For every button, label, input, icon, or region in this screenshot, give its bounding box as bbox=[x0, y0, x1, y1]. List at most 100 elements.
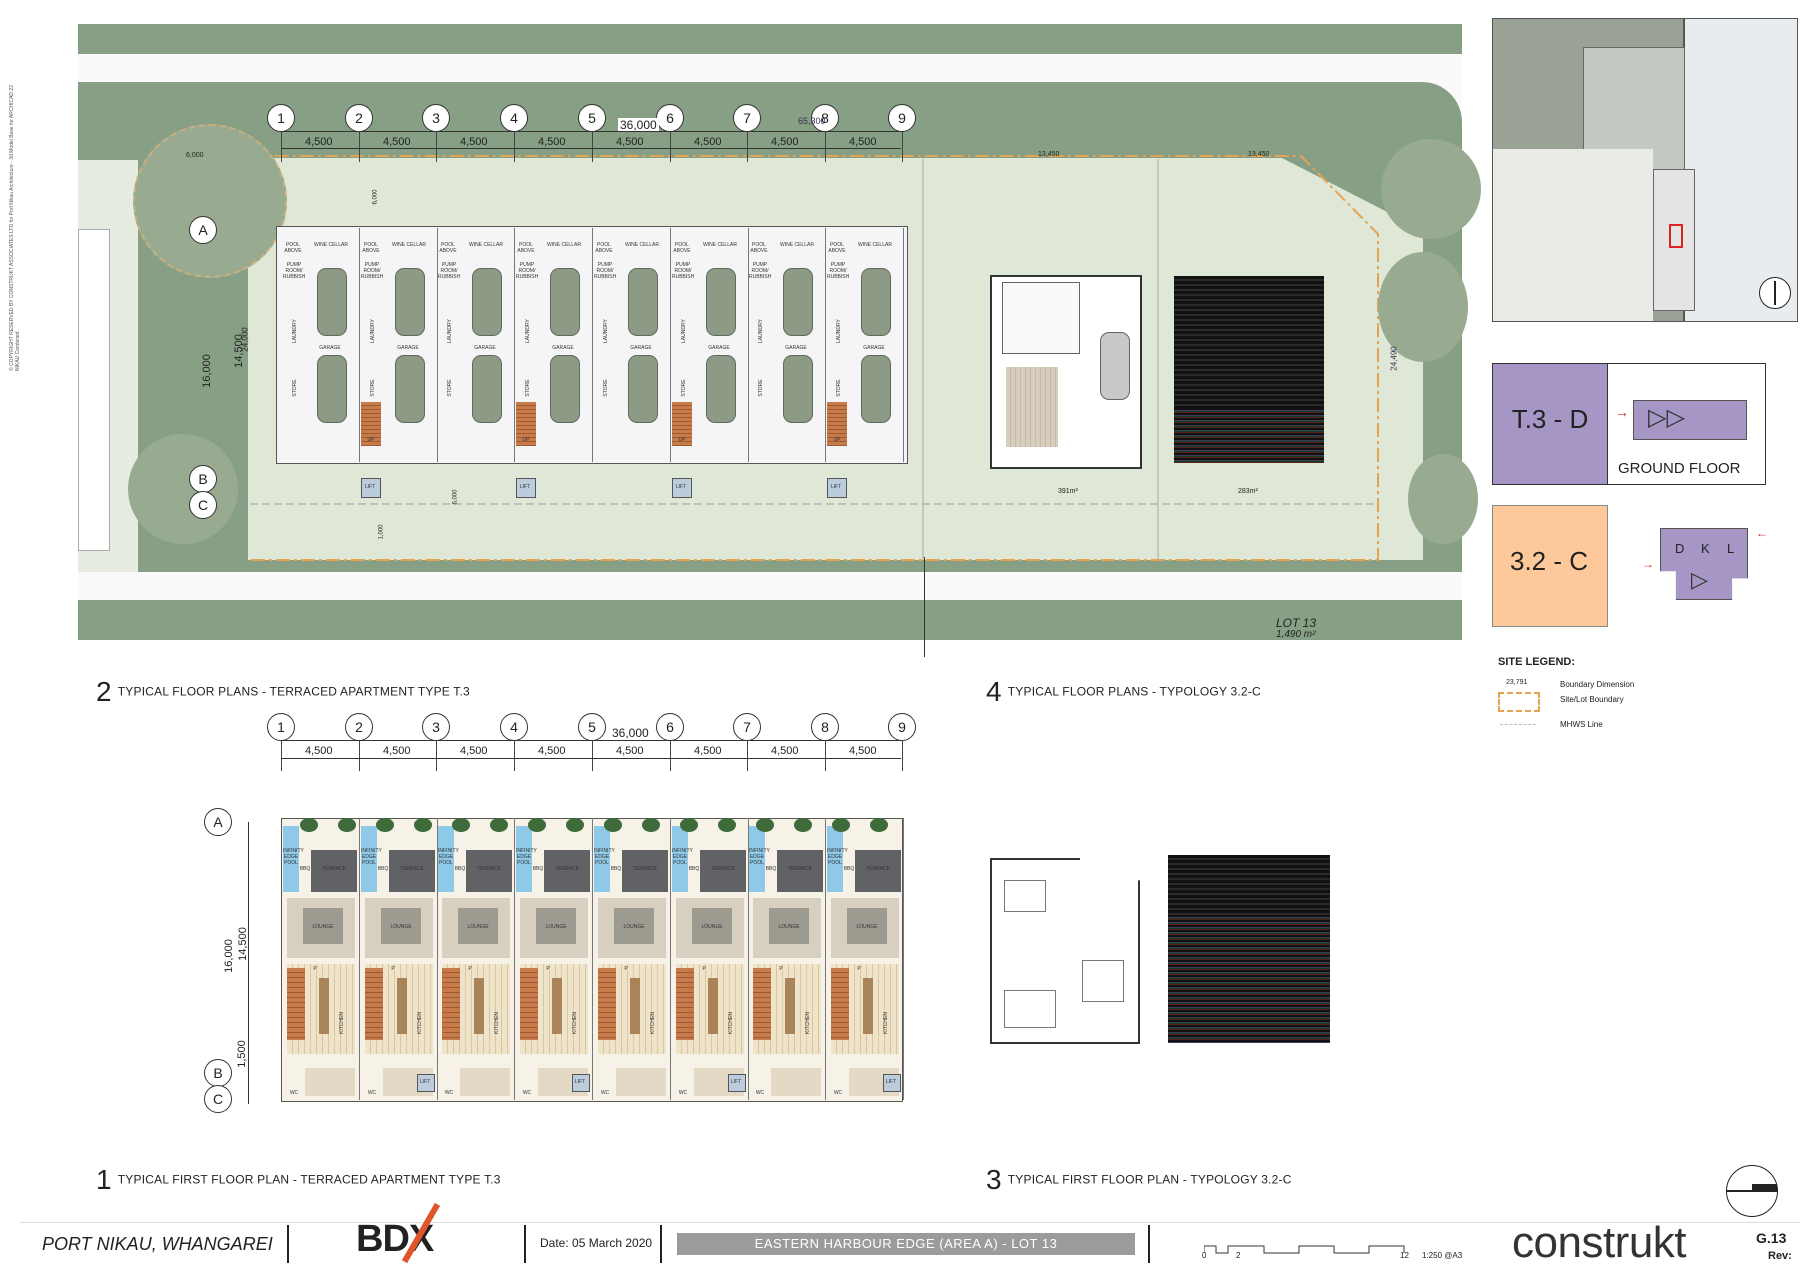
room-label-up: UP bbox=[522, 437, 530, 443]
room-label-wine-cellar: WINE CELLAR bbox=[858, 242, 892, 248]
room-label-pool-above: POOL ABOVE bbox=[517, 242, 535, 254]
room-label-lounge: LOUNGE bbox=[623, 924, 645, 930]
first-floor-unit bbox=[359, 818, 438, 1100]
dining-table bbox=[319, 978, 329, 1034]
tree bbox=[128, 434, 238, 544]
terrace bbox=[466, 850, 512, 892]
room-label-infinity-pool: INFINITY EDGE POOL bbox=[283, 848, 304, 866]
legend-32c-plan: D K L ▷ bbox=[1660, 528, 1748, 600]
room-label-infinity-pool: INFINITY EDGE POOL bbox=[827, 848, 848, 866]
car bbox=[783, 268, 813, 336]
room-label-bbq: BBQ bbox=[299, 866, 311, 872]
area-label-1: 391m² bbox=[1058, 488, 1078, 495]
car bbox=[317, 355, 347, 423]
room-label-laundry: LAUNDRY bbox=[525, 319, 531, 343]
grid-line bbox=[281, 741, 282, 771]
room-label-kitchen: KITCHEN bbox=[883, 1012, 889, 1034]
grid-column-2: 2 bbox=[345, 713, 373, 741]
key-map-highlight bbox=[1669, 224, 1683, 248]
dining-table bbox=[630, 978, 640, 1034]
stair bbox=[672, 402, 692, 446]
room-label-lounge: LOUNGE bbox=[701, 924, 723, 930]
rug bbox=[536, 908, 576, 944]
title-2-number: 2 bbox=[96, 676, 112, 707]
dim-bay: 4,500 bbox=[460, 136, 488, 148]
room-label-laundry: LAUNDRY bbox=[603, 319, 609, 343]
dim-bay: 4,500 bbox=[383, 136, 411, 148]
room-label-lounge: LOUNGE bbox=[856, 924, 878, 930]
room-label-terrace: TERRACE bbox=[477, 866, 501, 872]
scale-tick-0: 0 bbox=[1202, 1251, 1207, 1260]
dining-table bbox=[785, 978, 795, 1034]
tree bbox=[133, 124, 287, 278]
room-label-wine-cellar: WINE CELLAR bbox=[780, 242, 814, 248]
site-legend-item-1: Boundary Dimension bbox=[1560, 680, 1635, 689]
room-label-wc: WC bbox=[522, 1090, 532, 1096]
room-label-p: P bbox=[857, 966, 861, 972]
room-label-bbq: BBQ bbox=[688, 866, 700, 872]
room-label-p: P bbox=[391, 966, 395, 972]
room-label-pool-above: POOL ABOVE bbox=[439, 242, 457, 254]
area-label-2: 283m² bbox=[1238, 488, 1258, 495]
room-label-lounge: LOUNGE bbox=[467, 924, 489, 930]
room-label-lift: LIFT bbox=[885, 1079, 897, 1085]
grid-column-3: 3 bbox=[422, 104, 450, 132]
car bbox=[550, 355, 580, 423]
infinity-pool bbox=[749, 826, 765, 892]
room-label-p: P bbox=[702, 966, 706, 972]
room-label-terrace: TERRACE bbox=[400, 866, 424, 872]
planter bbox=[338, 818, 356, 832]
dim-bay: 4,500 bbox=[383, 745, 411, 757]
grid-line bbox=[359, 132, 360, 162]
dining-table bbox=[708, 978, 718, 1034]
car bbox=[783, 355, 813, 423]
room-label-up: UP bbox=[367, 437, 375, 443]
room-label-infinity-pool: INFINITY EDGE POOL bbox=[594, 848, 615, 866]
lift bbox=[827, 478, 847, 498]
room-label-terrace: TERRACE bbox=[633, 866, 657, 872]
ground-unit bbox=[436, 228, 515, 462]
planter bbox=[604, 818, 622, 832]
planter bbox=[490, 818, 508, 832]
planter bbox=[680, 818, 698, 832]
grid-column-8: 8 bbox=[811, 713, 839, 741]
grid-line bbox=[514, 132, 515, 162]
north-arrow bbox=[1726, 1165, 1778, 1217]
room-label-laundry: LAUNDRY bbox=[370, 319, 376, 343]
room-label-terrace: TERRACE bbox=[322, 866, 346, 872]
dim-left: 6,000 bbox=[186, 152, 204, 159]
room-label-store: STORE bbox=[292, 379, 298, 397]
key-map-site-2 bbox=[1653, 169, 1695, 311]
ground-unit bbox=[359, 228, 438, 462]
balcony bbox=[305, 1068, 355, 1096]
stair bbox=[676, 968, 694, 1040]
scale-bar bbox=[1204, 1245, 1405, 1254]
rug bbox=[847, 908, 887, 944]
room-label-garage: GARAGE bbox=[863, 345, 885, 351]
dim-bay: 4,500 bbox=[771, 745, 799, 757]
typology-bedroom-2 bbox=[1082, 960, 1124, 1002]
room-label-pool-above: POOL ABOVE bbox=[362, 242, 380, 254]
room-label-store: STORE bbox=[836, 379, 842, 397]
infinity-pool bbox=[361, 826, 377, 892]
footer-separator bbox=[1148, 1225, 1150, 1263]
lot-area: 1,490 m² bbox=[1276, 629, 1316, 640]
stair bbox=[287, 968, 305, 1040]
legend-t3d: T.3 - D ▷▷ → GROUND FLOOR bbox=[1492, 363, 1766, 485]
key-map bbox=[1492, 18, 1798, 322]
room-label-garage: GARAGE bbox=[708, 345, 730, 351]
tree bbox=[1381, 139, 1481, 239]
grid-line bbox=[825, 132, 826, 162]
room-label-kitchen: KITCHEN bbox=[805, 1012, 811, 1034]
title-3-number: 3 bbox=[986, 1164, 1002, 1195]
grid-line bbox=[670, 741, 671, 771]
stair bbox=[831, 968, 849, 1040]
grid-row-c-top: C bbox=[189, 491, 217, 519]
dim-line-bottom bbox=[281, 740, 901, 741]
room-label-garage: GARAGE bbox=[552, 345, 574, 351]
infinity-pool bbox=[516, 826, 532, 892]
typology-roof-plan bbox=[1174, 276, 1324, 463]
grid-column-7: 7 bbox=[733, 713, 761, 741]
